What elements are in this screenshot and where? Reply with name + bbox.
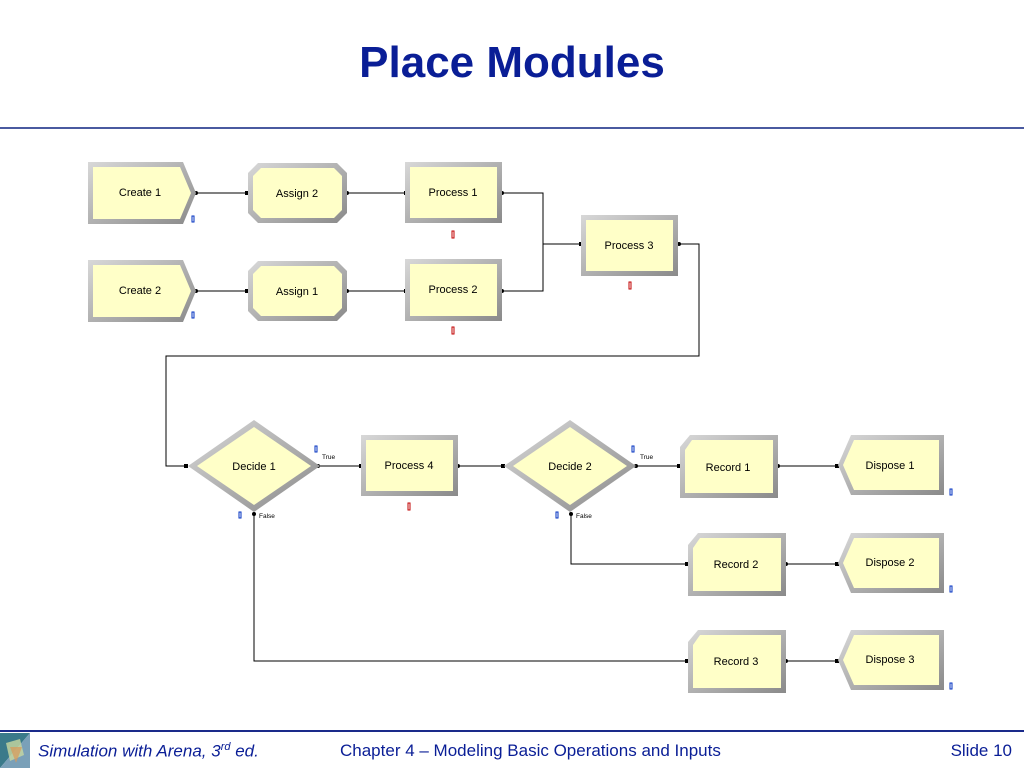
footer-divider <box>0 730 1024 732</box>
record1-label: Record 1 <box>706 462 751 474</box>
footer-slide-number: Slide 10 <box>950 741 1012 760</box>
decide2-module[interactable]: Decide 2 <box>504 420 636 512</box>
create1-counter-indicator <box>191 215 195 223</box>
connector-process1-process3 <box>502 192 582 245</box>
create2-label: Create 2 <box>119 285 161 297</box>
flowchart-diagram: Create 1 Create 2 Assign 2 Assign 1 Proc… <box>88 162 953 693</box>
process4-module[interactable]: Process 4 <box>361 435 458 496</box>
decide1-true-label: True <box>322 454 336 461</box>
assign2-label: Assign 2 <box>276 188 318 200</box>
decide2-label: Decide 2 <box>548 461 591 473</box>
connector-process2-process3 <box>502 244 544 292</box>
decide1-module[interactable]: Decide 1 <box>188 420 320 512</box>
decide2-false-label: False <box>576 513 592 520</box>
book-logo-icon <box>0 733 30 768</box>
decide2-false-indicator <box>555 511 559 519</box>
create2-counter-indicator <box>191 311 195 319</box>
dispose1-counter-indicator <box>949 488 953 496</box>
decide2-true-label: True <box>640 454 654 461</box>
footer-chapter: Chapter 4 – Modeling Basic Operations an… <box>340 741 721 760</box>
decide1-false-label: False <box>259 513 275 520</box>
dispose3-counter-indicator <box>949 682 953 690</box>
connectors <box>165 192 838 662</box>
slide-title: Place Modules <box>359 38 665 87</box>
dispose2-label: Dispose 2 <box>866 557 915 569</box>
decide2-true-indicator <box>631 445 635 453</box>
record3-module[interactable]: Record 3 <box>688 630 786 693</box>
footer-book-title: Simulation with Arena, 3rd ed. <box>38 741 259 761</box>
dispose2-module[interactable]: Dispose 2 <box>838 533 944 593</box>
dispose3-label: Dispose 3 <box>866 654 915 666</box>
dispose1-label: Dispose 1 <box>866 460 915 472</box>
process3-queue-indicator <box>628 281 632 290</box>
dispose1-module[interactable]: Dispose 1 <box>838 435 944 495</box>
process1-module[interactable]: Process 1 <box>405 162 502 223</box>
process4-label: Process 4 <box>385 460 434 472</box>
record2-label: Record 2 <box>714 559 759 571</box>
create1-module[interactable]: Create 1 <box>88 162 196 224</box>
process2-module[interactable]: Process 2 <box>405 259 502 321</box>
process3-module[interactable]: Process 3 <box>581 215 678 276</box>
process2-label: Process 2 <box>429 284 478 296</box>
connector-decide2-record2 <box>570 512 688 565</box>
animation-indicators <box>191 215 953 690</box>
title-divider <box>0 127 1024 129</box>
decide1-label: Decide 1 <box>232 461 275 473</box>
assign2-module[interactable]: Assign 2 <box>248 163 347 223</box>
decide1-false-indicator <box>238 511 242 519</box>
process3-label: Process 3 <box>605 240 654 252</box>
assign1-module[interactable]: Assign 1 <box>248 261 347 321</box>
dispose2-counter-indicator <box>949 585 953 593</box>
record2-module[interactable]: Record 2 <box>688 533 786 596</box>
process2-queue-indicator <box>451 326 455 335</box>
process4-queue-indicator <box>407 502 411 511</box>
dispose3-module[interactable]: Dispose 3 <box>838 630 944 690</box>
process1-queue-indicator <box>451 230 455 239</box>
decide1-true-indicator <box>314 445 318 453</box>
process1-label: Process 1 <box>429 187 478 199</box>
create2-module[interactable]: Create 2 <box>88 260 196 322</box>
record1-module[interactable]: Record 1 <box>680 435 778 498</box>
record3-label: Record 3 <box>714 656 759 668</box>
assign1-label: Assign 1 <box>276 286 318 298</box>
connector-decide1-record3 <box>253 512 688 662</box>
create1-label: Create 1 <box>119 187 161 199</box>
connector-process3-decide1 <box>165 243 700 467</box>
